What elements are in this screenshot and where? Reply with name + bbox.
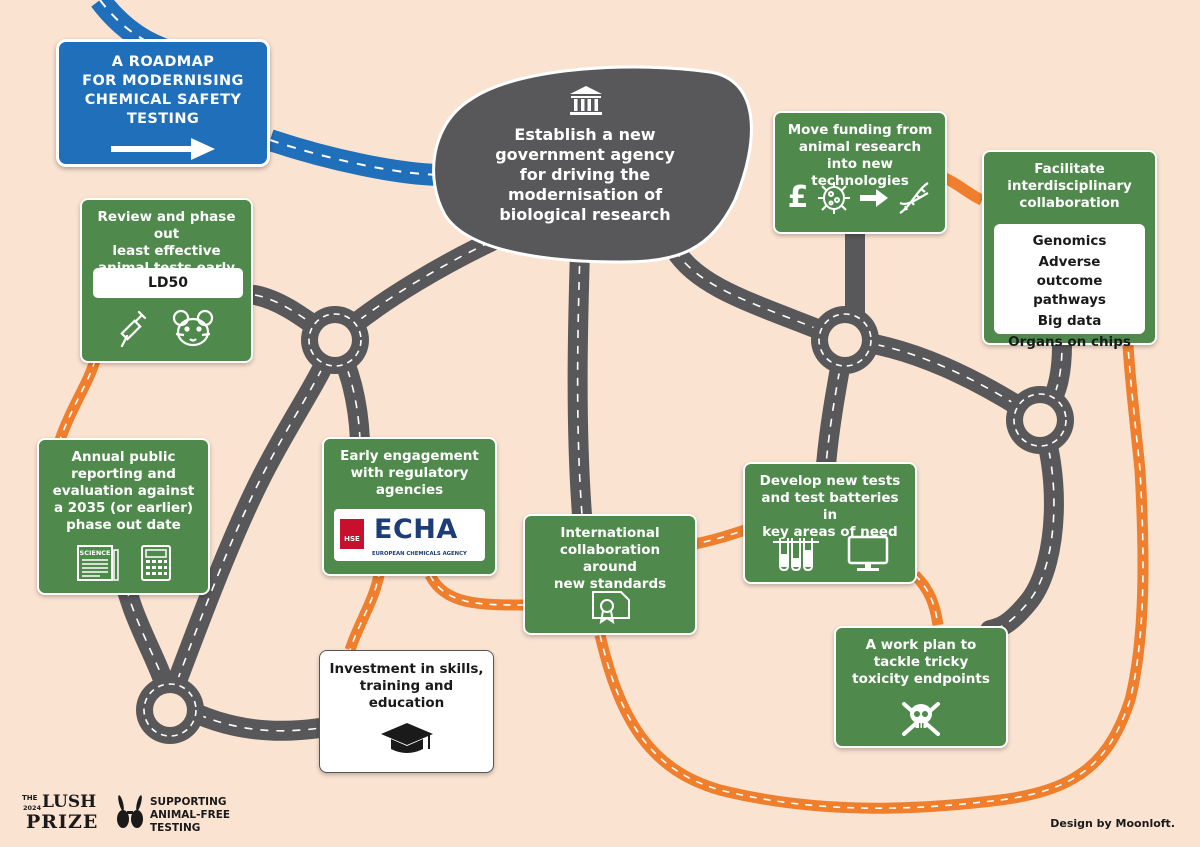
roadmap-title: A ROADMAP FOR MODERNISING CHEMICAL SAFET… — [82, 54, 244, 127]
list-item: Adverse outcome pathways — [1033, 254, 1106, 308]
agency-text: Establish a new government agency for dr… — [495, 125, 675, 224]
list-item: Genomics — [1032, 233, 1107, 249]
orange-roads — [54, 173, 1149, 814]
ld50-tag: LD50 — [93, 268, 243, 298]
science-report-icon: SCIENCE — [76, 545, 119, 581]
funding-text: Move funding from animal research into n… — [787, 122, 933, 189]
international-text: International collaboration around new s… — [553, 525, 667, 592]
rabbits-icon — [117, 795, 143, 828]
roundabout-left — [301, 306, 369, 374]
hse-logo: HSE — [340, 519, 364, 549]
pound-icon: £ — [787, 180, 809, 215]
review-box: Review and phase out least effective ani… — [80, 198, 253, 363]
regulator-logos: HSE ECHA EUROPEAN CHEMICALS AGENCY — [334, 509, 485, 561]
list-item: Organs on chips — [1008, 334, 1131, 350]
arrow-right-icon — [111, 138, 215, 160]
logo-prize: PRIZE — [26, 811, 99, 833]
logo-lush: LUSH — [42, 792, 97, 812]
echa-subtitle: EUROPEAN CHEMICALS AGENCY — [372, 551, 467, 557]
review-text: Review and phase out least effective ani… — [97, 209, 236, 276]
annual-text: Annual public reporting and evaluation a… — [52, 449, 195, 533]
logo-tagline: SUPPORTING ANIMAL-FREE TESTING — [150, 796, 231, 834]
international-box: International collaboration around new s… — [523, 514, 697, 635]
science-label: SCIENCE — [79, 549, 110, 557]
echa-label: ECHA — [374, 514, 458, 545]
syringe-icon — [119, 310, 146, 348]
develop-text: Develop new tests and test batteries in … — [759, 473, 901, 540]
certificate-icon — [592, 591, 630, 624]
lush-prize-logo: THE 2024 LUSH PRIZE SUPPORTING ANIMAL-FR… — [22, 792, 232, 834]
early-engagement-box: Early engagement with regulatory agencie… — [322, 437, 497, 576]
work-plan-box: A work plan to tackle tricky toxicity en… — [834, 626, 1008, 748]
roundabout-right — [1006, 386, 1074, 454]
roadmap-sign: A ROADMAP FOR MODERNISING CHEMICAL SAFET… — [56, 39, 270, 167]
computer-monitor-icon — [847, 535, 889, 571]
calculator-icon — [140, 545, 171, 581]
test-tubes-icon — [773, 538, 819, 572]
graduation-cap-icon — [380, 723, 433, 753]
government-building-icon — [570, 86, 602, 115]
list-item: Big data — [1037, 313, 1102, 329]
roundabout-centre-right — [811, 306, 879, 374]
investment-box: Investment in skills, training and educa… — [319, 650, 494, 773]
rat-icon — [172, 309, 213, 347]
logo-the: THE — [22, 794, 38, 802]
arrow-right-icon — [860, 189, 889, 207]
develop-tests-box: Develop new tests and test batteries in … — [743, 462, 917, 584]
logo-year: 2024 — [23, 804, 42, 812]
annual-reporting-box: Annual public reporting and evaluation a… — [37, 438, 210, 595]
interdisciplinary-list: Genomics Adverse outcome pathways Big da… — [994, 224, 1145, 350]
agency-blob — [432, 65, 753, 264]
design-credit: Design by Moonloft. — [1050, 817, 1175, 830]
roundabouts — [136, 306, 1074, 744]
roundabout-bottom-left — [136, 676, 204, 744]
workplan-text: A work plan to tackle tricky toxicity en… — [852, 637, 990, 687]
interdisciplinary-text: Facilitate interdisciplinary collaborati… — [1007, 161, 1132, 211]
dna-icon — [899, 182, 930, 214]
investment-text: Investment in skills, training and educa… — [329, 661, 484, 711]
skull-crossbones-icon — [902, 702, 940, 736]
interdisciplinary-box: Facilitate interdisciplinary collaborati… — [982, 150, 1157, 350]
early-text: Early engagement with regulatory agencie… — [340, 448, 479, 498]
hse-label: HSE — [344, 535, 360, 543]
funding-box: Move funding from animal research into n… — [773, 111, 947, 234]
bacteria-icon — [818, 182, 851, 214]
